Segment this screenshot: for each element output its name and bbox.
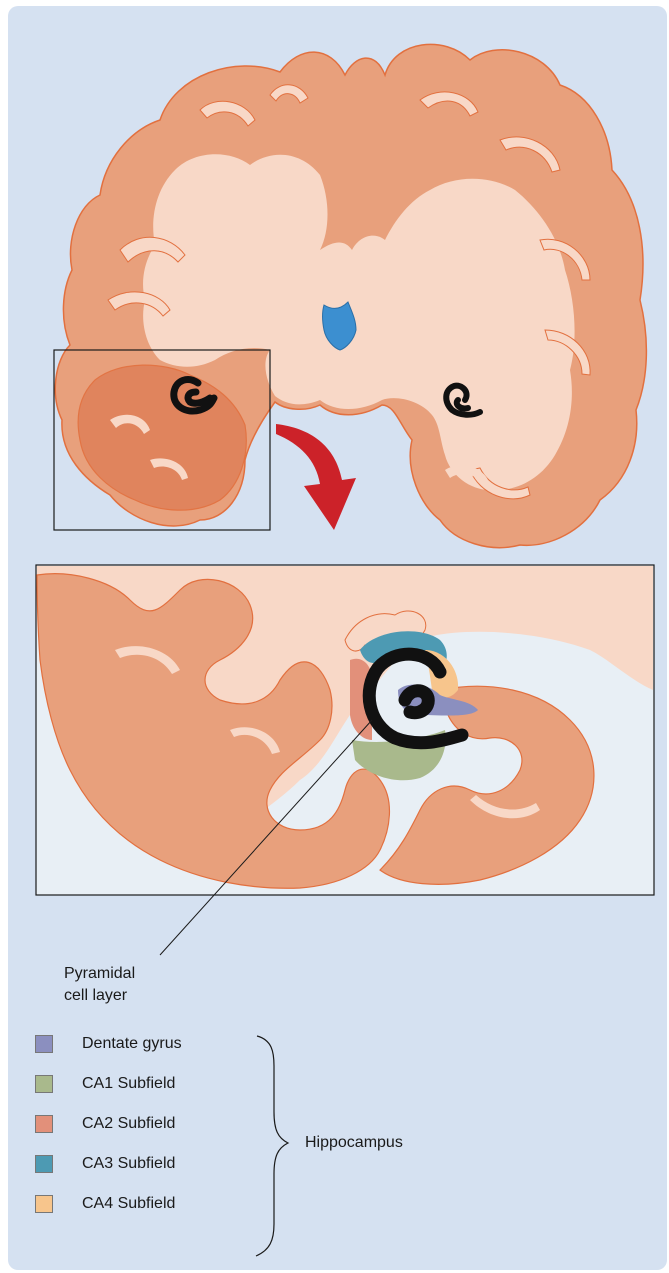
legend-label-ca4: CA4 Subfield (82, 1194, 175, 1214)
ca1-swatch (35, 1075, 53, 1093)
dentate-gyrus-swatch (35, 1035, 53, 1053)
ca2-swatch (35, 1115, 53, 1133)
legend-label-ca3: CA3 Subfield (82, 1154, 175, 1174)
ca3-swatch (35, 1155, 53, 1173)
hippocampus-label: Hippocampus (305, 1133, 403, 1153)
callout-line-1: Pyramidal (64, 963, 135, 985)
callout-line-2: cell layer (64, 985, 135, 1007)
legend-label-dentate-gyrus: Dentate gyrus (82, 1034, 182, 1054)
ca4-swatch (35, 1195, 53, 1213)
legend-label-ca2: CA2 Subfield (82, 1114, 175, 1134)
pyramidal-callout-label: Pyramidal cell layer (64, 963, 135, 1007)
legend-label-ca1: CA1 Subfield (82, 1074, 175, 1094)
